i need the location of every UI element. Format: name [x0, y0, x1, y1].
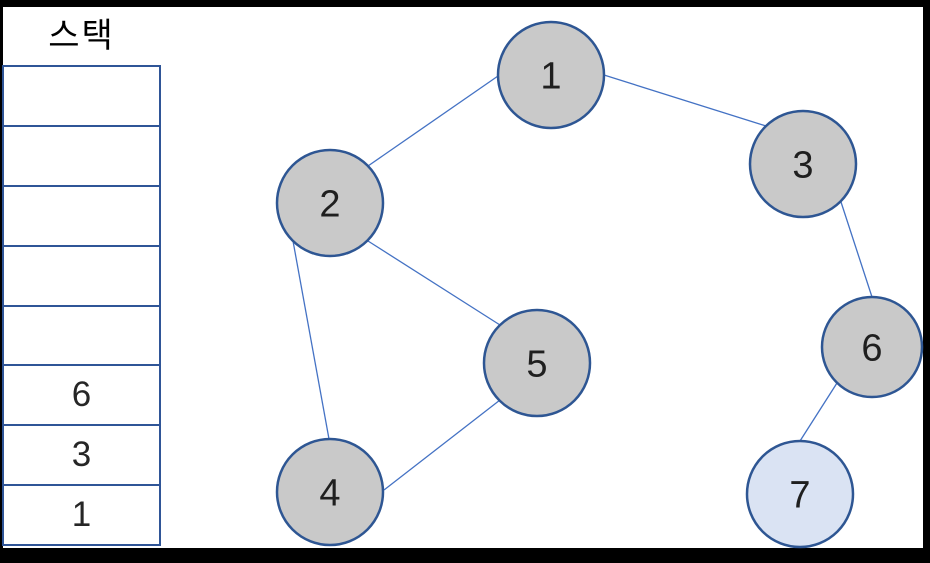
graph-node-label-7: 7 — [789, 475, 810, 517]
graph-edge-1-3 — [603, 74, 767, 127]
graph-edge-4-5 — [383, 399, 501, 491]
graph-node-1 — [496, 20, 606, 130]
graph-node-4 — [275, 437, 385, 547]
graph-node-label-6: 6 — [861, 328, 882, 370]
graph-node-label-1: 1 — [540, 56, 561, 98]
graph-edge-3-6 — [840, 201, 873, 298]
graph-edge-2-4 — [292, 240, 330, 440]
stack-cell-3 — [4, 244, 159, 305]
graph-edge-1-2 — [367, 75, 499, 167]
graph-node-label-5: 5 — [526, 344, 547, 386]
stack-cell-4 — [4, 304, 159, 365]
stack-cell-6: 3 — [4, 424, 159, 484]
graph-node-label-4: 4 — [319, 473, 340, 515]
stack-cell-5: 6 — [4, 364, 159, 424]
stack-cell-7: 1 — [4, 484, 159, 544]
graph-edge-6-7 — [799, 382, 838, 442]
graph-node-label-3: 3 — [792, 145, 813, 187]
graph-node-7 — [745, 439, 855, 549]
graph-node-2 — [275, 148, 385, 258]
stack-title: 스택 — [48, 17, 115, 55]
graph-node-3 — [748, 109, 858, 219]
stack-cell-1 — [4, 124, 159, 185]
graph-edge-2-5 — [367, 240, 501, 326]
graph-node-6 — [820, 295, 924, 399]
stack-cell-2 — [4, 184, 159, 245]
graph-node-label-2: 2 — [319, 184, 340, 226]
graph-node-5 — [482, 308, 592, 418]
